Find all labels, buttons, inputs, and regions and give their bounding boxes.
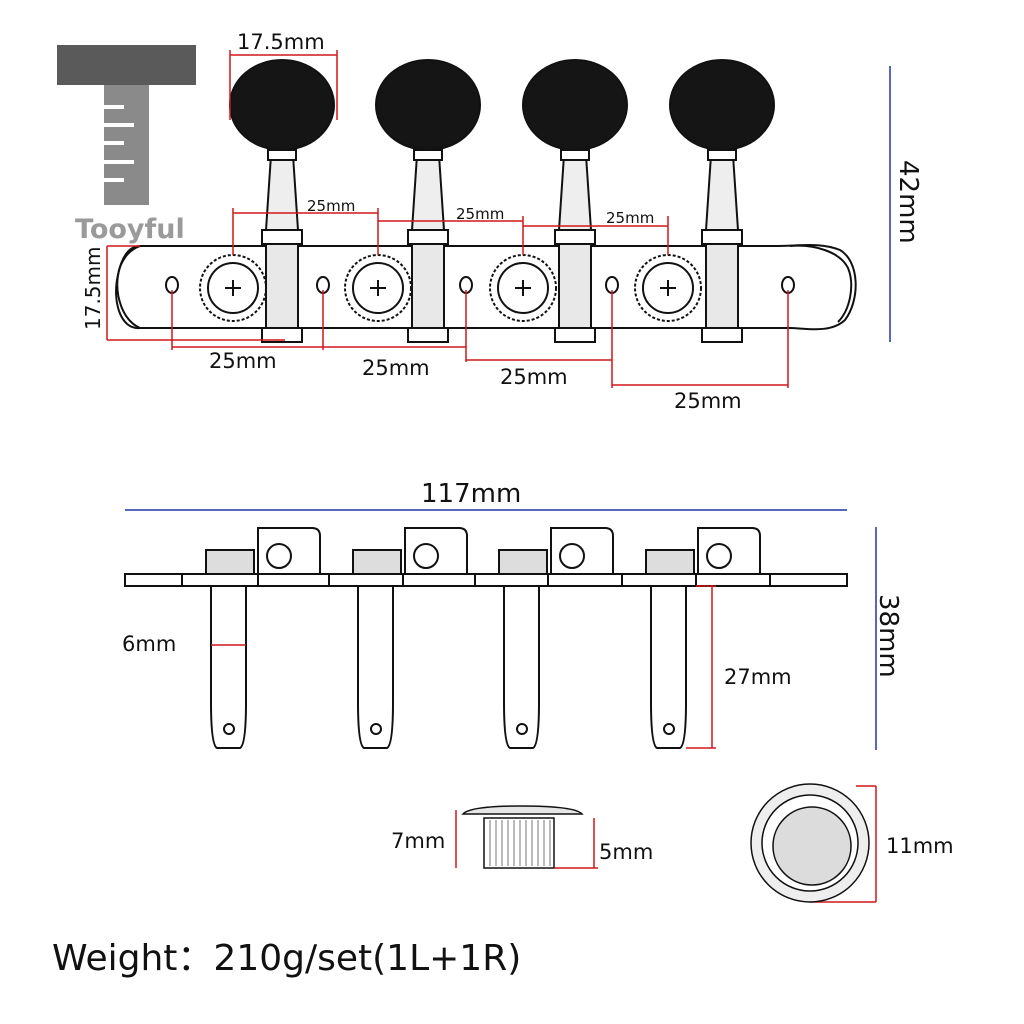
hole-spacing-label-4: 25mm (674, 389, 742, 413)
plate-height-label: 17.5mm (81, 247, 105, 331)
post-length-label: 27mm (724, 665, 792, 689)
bushing-inner-height-label: 5mm (599, 840, 653, 864)
string-spacing-label-3: 25mm (606, 209, 654, 227)
top-view-dimensions (106, 50, 789, 388)
side-plate (124, 573, 848, 587)
side-view-dimensions (125, 509, 877, 750)
gear-wheels (199, 254, 702, 322)
post-diameter-label: 6mm (122, 632, 176, 656)
hole-spacing-label-3: 25mm (500, 365, 568, 389)
side-view (124, 527, 848, 749)
tuner-keys (229, 59, 775, 343)
side-tuners (205, 527, 761, 749)
bushing-dimensions (455, 785, 877, 903)
hole-spacing-label-2: 25mm (362, 356, 430, 380)
brand-name: Tooyful (75, 214, 185, 245)
top-view (115, 59, 857, 343)
total-height-label: 42mm (893, 160, 923, 244)
bushing-side (461, 805, 584, 869)
bushing-outer-height-label: 7mm (391, 829, 445, 853)
total-length-label: 117mm (421, 479, 521, 509)
button-width-label: 17.5mm (237, 30, 325, 54)
string-spacing-label-1: 25mm (307, 197, 355, 215)
hole-spacing-label-1: 25mm (209, 349, 277, 373)
side-height-label: 38mm (873, 594, 903, 678)
bushing-diameter-label: 11mm (886, 834, 954, 858)
weight-caption: Weight：210g/set(1L+1R) (52, 938, 521, 979)
string-spacing-label-2: 25mm (456, 205, 504, 223)
bushing-top (750, 783, 870, 903)
brand-logo: Tooyful (57, 45, 196, 245)
